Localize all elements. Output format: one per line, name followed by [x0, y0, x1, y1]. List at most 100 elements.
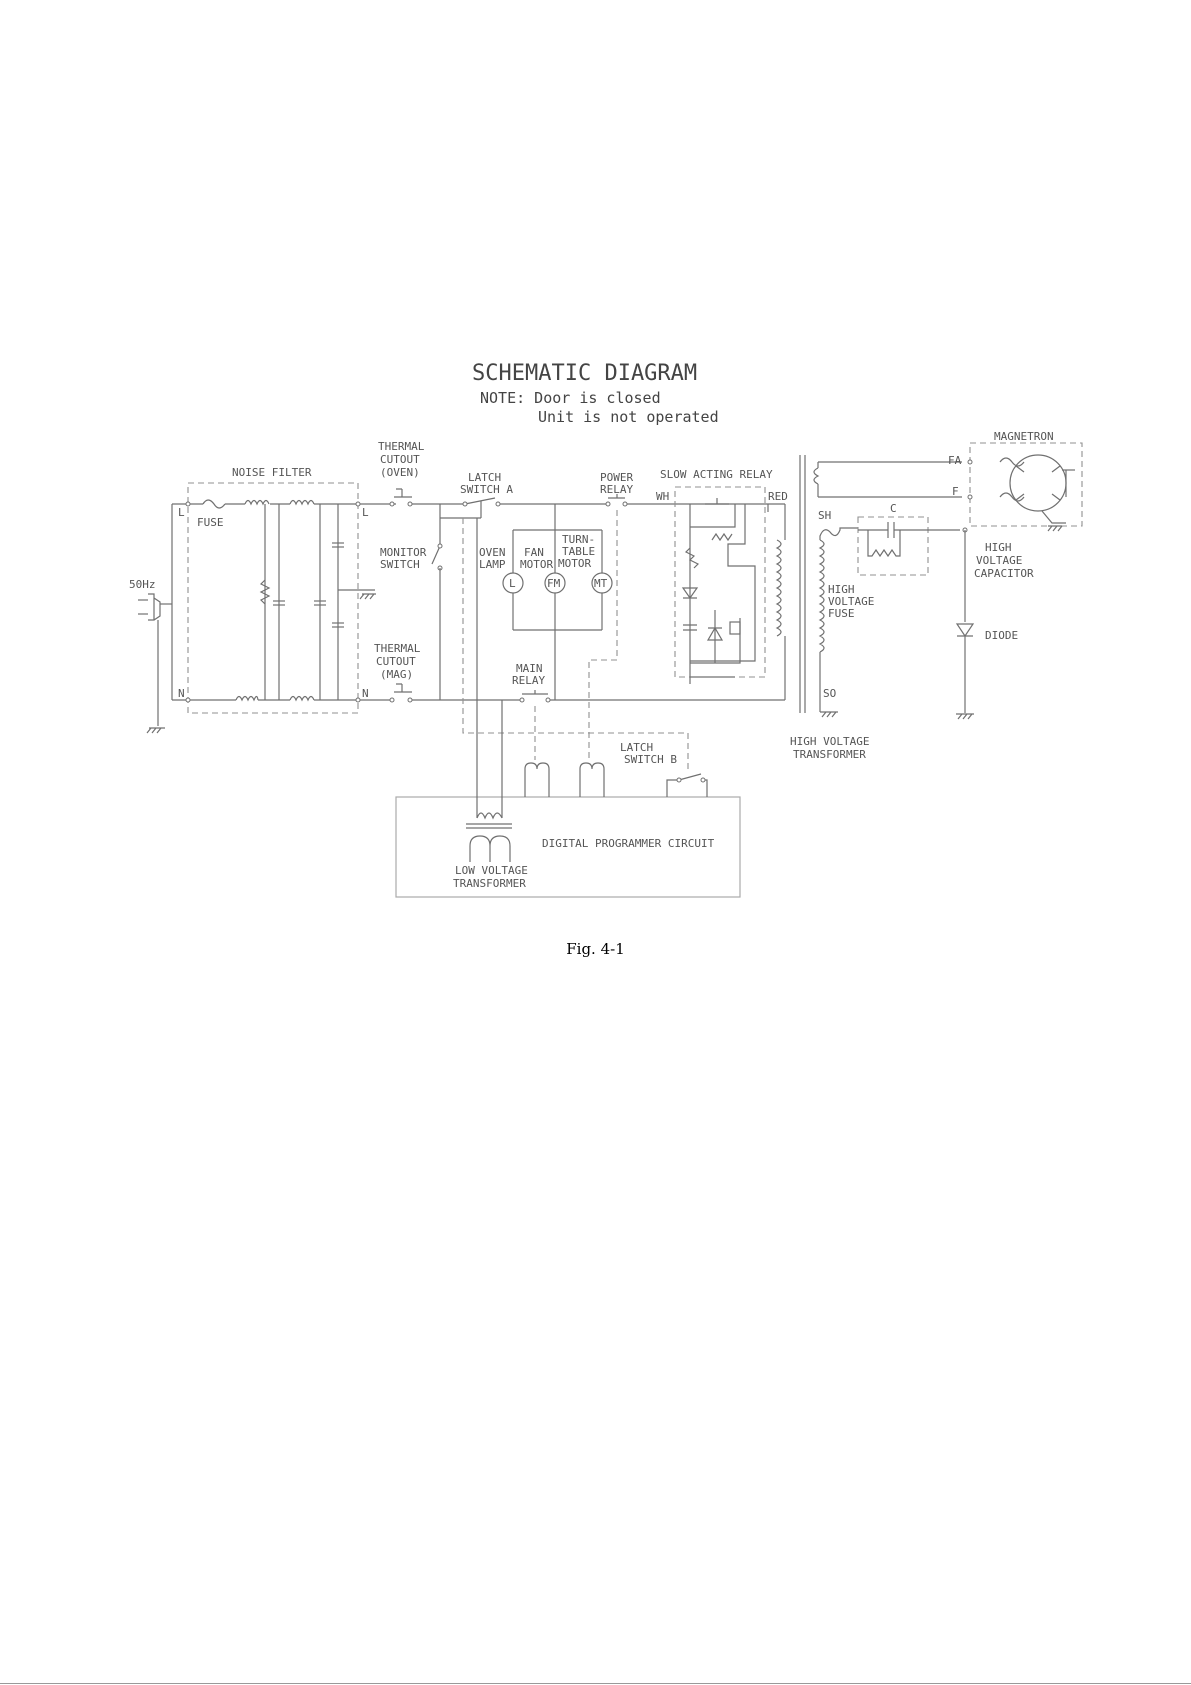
oven-lamp-symbol: L [509, 577, 516, 590]
diode-label: DIODE [985, 629, 1018, 642]
turntable-label-1: TURN- [562, 533, 595, 546]
thermal-cutout-oven-label-3: (OVEN) [380, 466, 420, 479]
fa-label: FA [948, 454, 962, 467]
turntable-motor-symbol: MT [594, 577, 608, 590]
filament-winding [813, 467, 820, 485]
power-relay-label-1: POWER [600, 471, 633, 484]
slow-acting-relay-box [674, 486, 766, 678]
l-left-label: L [178, 506, 185, 519]
filter-inductor-2 [289, 499, 315, 506]
magnetron-tube-icon [1009, 454, 1067, 512]
ground-icon [820, 711, 838, 718]
hv-capacitor-label-1: HIGH [985, 541, 1012, 554]
low-voltage-transformer-primary [476, 812, 503, 820]
slow-relay-internals [681, 498, 756, 684]
power-relay-link [588, 510, 618, 760]
main-relay-label-1: MAIN [516, 662, 543, 675]
main-relay-coil [524, 762, 550, 797]
diagram-title: SCHEMATIC DIAGRAM [472, 361, 697, 386]
filter-inductor-1 [244, 499, 270, 506]
ground-icon [956, 713, 974, 720]
hv-transformer-label-1: HIGH VOLTAGE [790, 735, 869, 748]
turntable-label-3: MOTOR [558, 557, 591, 570]
thermal-cutout-oven-label-2: CUTOUT [380, 453, 420, 466]
hv-fuse-label-1: HIGH [828, 583, 855, 596]
fan-motor-label-2: MOTOR [520, 558, 553, 571]
hv-capacitor-box [857, 516, 929, 576]
ground-icon [359, 593, 376, 600]
noise-filter-box [187, 482, 359, 714]
oven-lamp-icon [502, 572, 524, 594]
fan-motor-symbol: FM [547, 577, 561, 590]
turntable-motor-icon [591, 572, 613, 594]
sh-label: SH [818, 509, 831, 522]
n-left-label: N [178, 687, 185, 700]
ground-icon [1047, 525, 1063, 532]
ground-icon [146, 727, 165, 734]
l-right-label: L [362, 506, 369, 519]
bleeder-resistor [867, 530, 901, 558]
monitor-switch-label-2: SWITCH [380, 558, 420, 571]
power-relay-switch [608, 494, 625, 499]
hv-fuse-symbol [819, 527, 858, 540]
magnetron-box [969, 442, 1083, 527]
figure-caption: Fig. 4-1 [566, 940, 625, 958]
magnetron-label: MAGNETRON [994, 430, 1054, 443]
red-label: RED [768, 490, 788, 503]
oven-lamp-label-1: OVEN [479, 546, 506, 559]
hv-transformer-secondary [818, 539, 825, 653]
diode-icon [955, 623, 975, 638]
hv-fuse-label-3: FUSE [828, 607, 855, 620]
oven-lamp-label-2: LAMP [479, 558, 506, 571]
latch-switch-b-label-2: SWITCH B [624, 753, 677, 766]
so-label: SO [823, 687, 836, 700]
f-label: F [952, 485, 959, 498]
hv-fuse-label-2: VOLTAGE [828, 595, 874, 608]
page-bottom-rule [0, 1683, 1191, 1684]
wh-label: WH [656, 490, 669, 503]
n-right-label: N [362, 687, 369, 700]
hv-capacitor-symbol [858, 522, 960, 538]
hv-transformer-label-2: TRANSFORMER [793, 748, 866, 761]
diagram-note-line2: Unit is not operated [538, 408, 719, 426]
lvt-label-1: LOW VOLTAGE [455, 864, 528, 877]
digital-programmer-label: DIGITAL PROGRAMMER CIRCUIT [542, 837, 715, 850]
latch-switch-a-label-2: SWITCH A [460, 483, 513, 496]
thermal-cutout-mag-label-2: CUTOUT [376, 655, 416, 668]
capacitor-c-label: C [890, 502, 897, 515]
lvt-label-2: TRANSFORMER [453, 877, 526, 890]
fuse-symbol [202, 499, 226, 509]
hv-capacitor-label-3: CAPACITOR [974, 567, 1034, 580]
thermal-cutout-mag-label-3: (MAG) [380, 668, 413, 681]
power-relay-coil [579, 762, 605, 797]
filter-inductor-3 [235, 695, 259, 702]
slow-acting-relay-label: SLOW ACTING RELAY [660, 468, 773, 481]
diagram-note-line1: NOTE: Door is closed [480, 389, 661, 407]
main-relay-switch [522, 690, 548, 695]
hv-capacitor-label-2: VOLTAGE [976, 554, 1022, 567]
latch-switch-b-label-1: LATCH [620, 741, 653, 754]
latch-switch-a-label-1: LATCH [468, 471, 501, 484]
filter-resistor [259, 579, 271, 605]
latch-switch-a [464, 497, 496, 505]
fuse-label: FUSE [197, 516, 224, 529]
fan-motor-label-1: FAN [524, 546, 544, 559]
plug-icon [148, 593, 161, 621]
low-voltage-transformer-secondary [469, 835, 511, 862]
turntable-label-2: TABLE [562, 545, 595, 558]
main-relay-label-2: RELAY [512, 674, 545, 687]
noise-filter-label: NOISE FILTER [232, 466, 312, 479]
monitor-switch-label-1: MONITOR [380, 546, 427, 559]
thermal-cutout-oven-label-1: THERMAL [378, 440, 425, 453]
latch-switch-b [666, 773, 708, 797]
thermal-cutout-mag-label-1: THERMAL [374, 642, 421, 655]
monitor-switch [431, 545, 441, 565]
power-relay-label-2: RELAY [600, 483, 633, 496]
filter-inductor-4 [289, 695, 315, 702]
digital-programmer-box [395, 796, 741, 898]
fan-motor-icon [544, 572, 566, 594]
hv-transformer-primary [775, 539, 782, 637]
thermal-cutout-mag-switch [394, 683, 412, 693]
frequency-label: 50Hz [129, 578, 156, 591]
